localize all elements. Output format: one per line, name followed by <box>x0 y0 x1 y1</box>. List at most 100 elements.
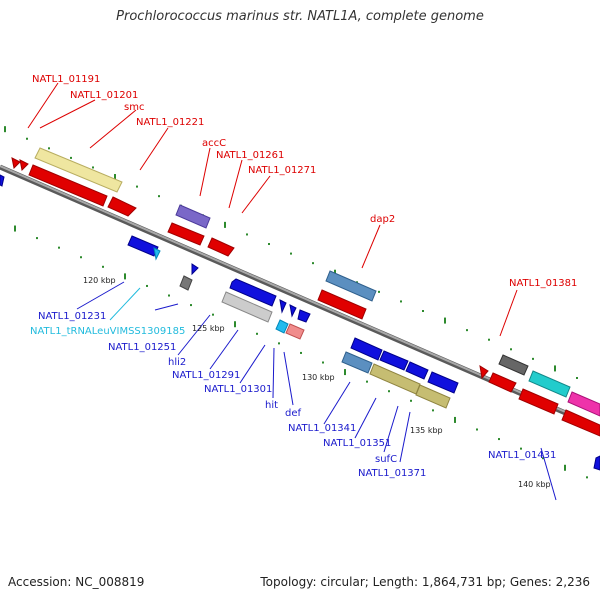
tick-mark <box>92 166 94 169</box>
gene-feature[interactable] <box>297 309 311 323</box>
gene-label[interactable]: NATL1_01301 <box>204 384 272 395</box>
gene-feature[interactable] <box>488 372 517 393</box>
gene-feature[interactable] <box>179 275 193 291</box>
gene-label[interactable]: hit <box>265 400 278 411</box>
ruler-labels: 120 kbp 125 kbp 130 kbp 135 kbp 140 kbp <box>83 276 551 489</box>
gene-feature[interactable] <box>207 237 235 257</box>
gene-feature[interactable] <box>127 235 159 257</box>
tick-mark <box>190 304 192 307</box>
gene-feature[interactable] <box>279 299 287 314</box>
tick-mark <box>510 348 512 351</box>
tick-mark <box>454 416 456 423</box>
gene-label[interactable]: NATL1_01191 <box>32 74 100 85</box>
forward-gene-labels: NATL1_01191 NATL1_01201 smc NATL1_01221 … <box>32 74 577 289</box>
ruler-label-140: 140 kbp <box>518 480 551 489</box>
gene-feature[interactable] <box>28 164 108 207</box>
gene-label[interactable]: NATL1_01371 <box>358 468 426 479</box>
tick-mark <box>444 317 446 324</box>
tick-mark <box>168 294 170 297</box>
gene-feature[interactable] <box>325 270 377 302</box>
reverse-gene-labels: NATL1_01231 NATL1_01251 hli2 NATL1_01291… <box>38 311 556 479</box>
tick-mark <box>58 246 60 249</box>
gene-label[interactable]: NATL1_01271 <box>248 165 316 176</box>
gene-feature[interactable] <box>518 388 559 415</box>
trna-gene-labels: NATL1_tRNALeuVIMSS1309185 <box>30 326 185 337</box>
ruler-label-135: 135 kbp <box>410 426 443 435</box>
tick-mark <box>542 457 544 460</box>
gene-feature[interactable] <box>107 196 137 217</box>
tick-mark <box>400 300 402 303</box>
gene-label[interactable]: NATL1_01351 <box>323 438 391 449</box>
tick-mark <box>586 476 588 479</box>
gene-label[interactable]: NATL1_01231 <box>38 311 106 322</box>
gene-feature[interactable] <box>341 351 373 374</box>
gene-feature[interactable] <box>275 319 289 334</box>
gene-label[interactable]: accC <box>202 138 226 149</box>
tick-mark <box>268 243 270 246</box>
gene-label[interactable]: NATL1_01341 <box>288 423 356 434</box>
gene-feature[interactable] <box>175 204 211 229</box>
gene-feature[interactable] <box>317 289 367 320</box>
gene-label[interactable]: NATL1_01261 <box>216 150 284 161</box>
gene-feature[interactable] <box>561 409 600 437</box>
gene-label[interactable]: def <box>285 408 302 419</box>
gene-feature[interactable] <box>498 354 529 376</box>
tick-mark <box>488 338 490 341</box>
gene-feature[interactable] <box>11 157 21 170</box>
gene-feature[interactable] <box>567 391 600 417</box>
gene-label[interactable]: NATL1_01431 <box>488 450 556 461</box>
ruler-label-130: 130 kbp <box>302 373 335 382</box>
tick-mark <box>554 365 556 372</box>
gene-feature[interactable] <box>379 350 409 371</box>
gene-feature[interactable] <box>34 147 123 193</box>
tick-mark <box>476 428 478 431</box>
tick-mark <box>48 147 50 150</box>
gene-label[interactable]: NATL1_01381 <box>509 278 577 289</box>
tick-mark <box>576 376 578 379</box>
tick-mark <box>498 438 500 441</box>
gene-label[interactable]: smc <box>124 102 144 113</box>
tick-mark <box>366 380 368 383</box>
tick-mark <box>564 464 566 471</box>
tick-mark <box>124 273 126 280</box>
tick-mark <box>70 156 72 159</box>
tick-mark <box>158 195 160 198</box>
gene-feature[interactable] <box>0 174 5 187</box>
tick-mark <box>246 233 248 236</box>
gene-feature[interactable] <box>427 371 459 394</box>
gene-feature[interactable] <box>289 304 297 318</box>
tick-marks <box>4 126 588 479</box>
tick-mark <box>256 332 258 335</box>
gene-feature[interactable] <box>167 222 205 246</box>
tick-mark <box>136 185 138 188</box>
gene-feature[interactable] <box>153 247 161 261</box>
gene-feature[interactable] <box>415 384 451 409</box>
gene-label[interactable]: NATL1_tRNALeuVIMSS1309185 <box>30 326 185 337</box>
gene-label[interactable]: NATL1_01221 <box>136 117 204 128</box>
tick-mark <box>410 399 412 402</box>
gene-feature[interactable] <box>593 455 600 471</box>
gene-feature[interactable] <box>285 323 305 340</box>
gene-label[interactable]: NATL1_01291 <box>172 370 240 381</box>
gene-feature[interactable] <box>191 263 199 276</box>
tick-mark <box>114 174 116 181</box>
gene-label[interactable]: dap2 <box>370 214 395 225</box>
tick-mark <box>520 447 522 450</box>
tick-mark <box>532 357 534 360</box>
gene-feature[interactable] <box>221 291 273 323</box>
gene-label[interactable]: hli2 <box>168 357 186 368</box>
gene-feature[interactable] <box>528 370 571 398</box>
gene-feature[interactable] <box>229 278 277 307</box>
gene-label[interactable]: sufC <box>375 454 397 465</box>
gene-feature[interactable] <box>479 364 489 380</box>
gene-feature[interactable] <box>405 361 429 380</box>
gene-label[interactable]: NATL1_01201 <box>70 90 138 101</box>
tick-mark <box>422 310 424 313</box>
gene-label[interactable]: NATL1_01251 <box>108 342 176 353</box>
gene-feature[interactable] <box>19 159 29 172</box>
gene-feature[interactable] <box>350 337 383 361</box>
tick-mark <box>234 321 236 328</box>
label-leaders <box>27 82 557 501</box>
ruler-label-125: 125 kbp <box>192 324 225 333</box>
